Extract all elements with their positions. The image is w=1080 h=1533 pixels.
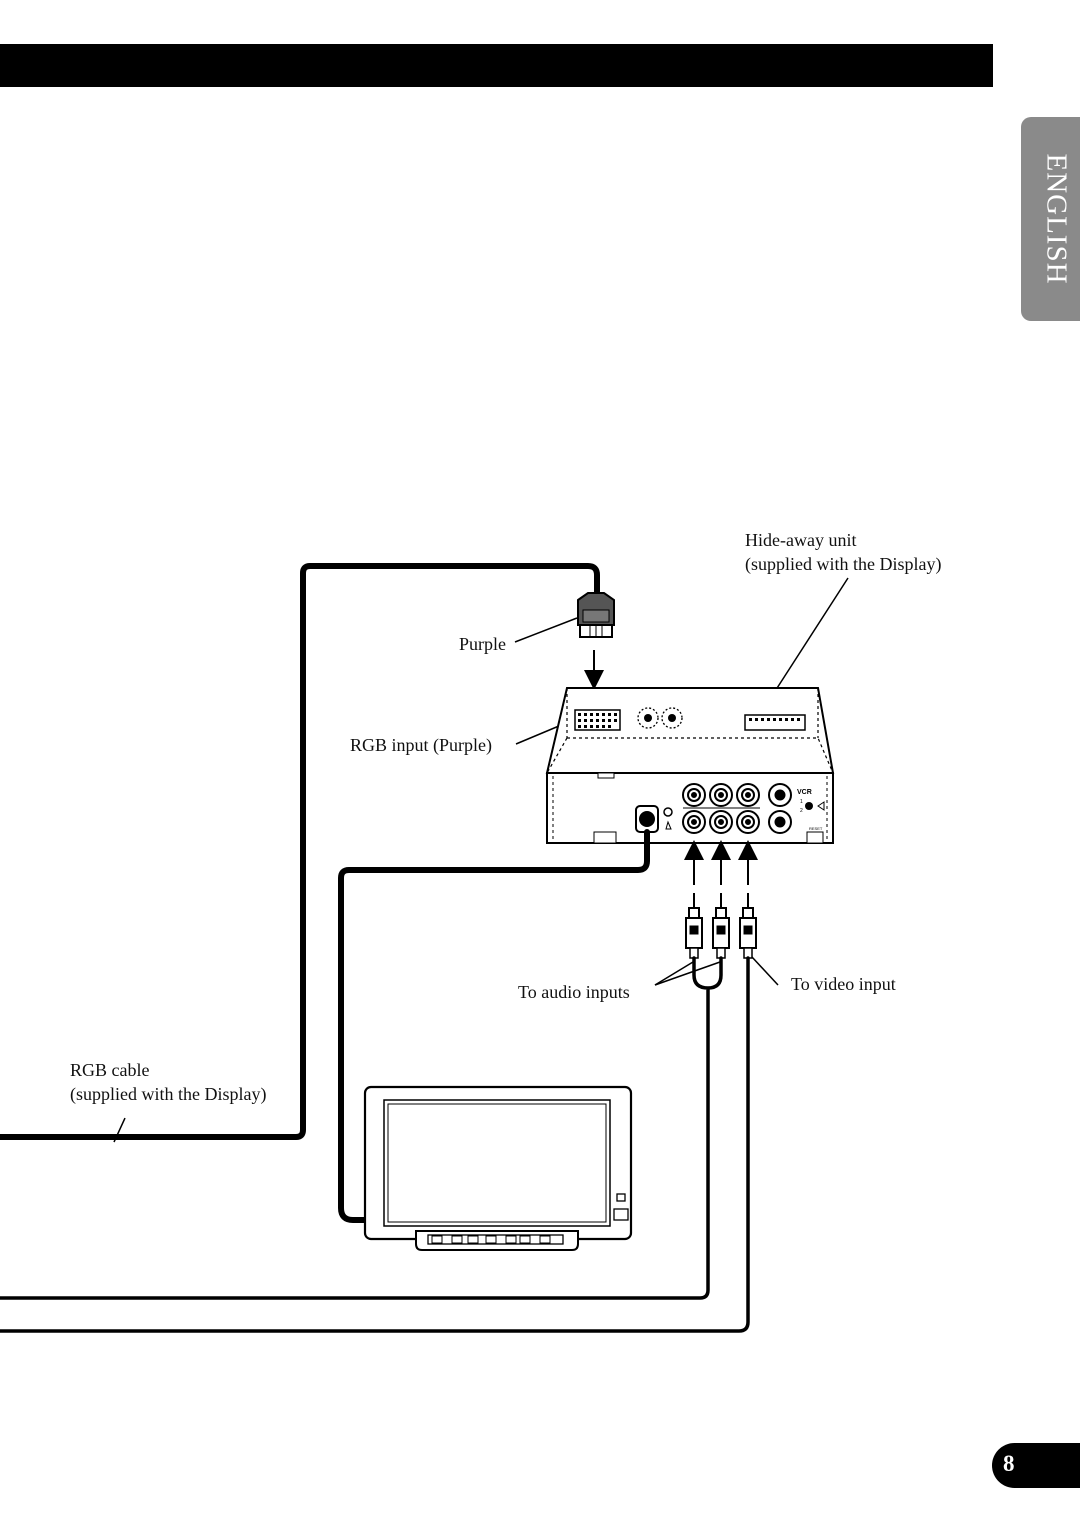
vcr-marking: VCR: [797, 789, 812, 796]
purple-label: Purple: [459, 634, 506, 654]
rca-plugs: [685, 893, 757, 959]
video-input-label: To video input: [791, 974, 896, 994]
audio-cable: [0, 956, 723, 1300]
rgb-cable: [0, 563, 600, 1140]
audio-inputs-label: To audio inputs: [518, 982, 630, 1002]
page-number-badge: 8: [992, 1443, 1080, 1488]
display-rgb-cable: [338, 829, 650, 1223]
rgb-input-label: RGB input (Purple): [350, 735, 492, 755]
hideaway-supplied-label: (supplied with the Display): [745, 554, 942, 574]
header-bar: [0, 44, 993, 87]
language-tab[interactable]: ENGLISH: [1021, 117, 1080, 321]
svg-text:2: 2: [800, 808, 803, 814]
hideaway-unit: VCR 2 1 RESET: [545, 687, 835, 844]
page-number: 8: [1003, 1451, 1015, 1476]
hideaway-unit-label: Hide-away unit: [745, 530, 857, 550]
display-monitor: [363, 1085, 633, 1251]
svg-text:1: 1: [800, 799, 803, 805]
rgb-cable-supplied-label: (supplied with the Display): [70, 1084, 267, 1104]
purple-plug: [577, 592, 615, 638]
rgb-cable-label: RGB cable: [70, 1060, 150, 1080]
video-cable: [0, 956, 750, 1333]
reset-marking: RESET: [809, 826, 823, 831]
